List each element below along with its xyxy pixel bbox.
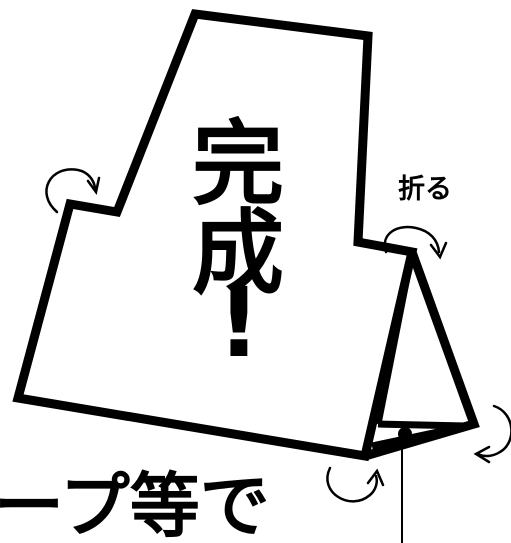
- inner-fold-line: [374, 261, 414, 425]
- title-exclamation: !: [217, 267, 261, 379]
- rotate-arrow-icon-bottom-right: [473, 404, 511, 464]
- rotate-arrow-icon-bottom-left: [326, 466, 385, 503]
- fold-label: 折る: [398, 174, 452, 205]
- title-char-sei: 成: [192, 200, 284, 307]
- rotate-arrow-icon-fold: [383, 225, 448, 260]
- title-char-kan: 完: [192, 111, 284, 218]
- rotate-arrow-icon-left: [45, 168, 101, 214]
- tape-instruction-text: ープ等で: [0, 465, 270, 543]
- tape-point-dot: [398, 427, 412, 441]
